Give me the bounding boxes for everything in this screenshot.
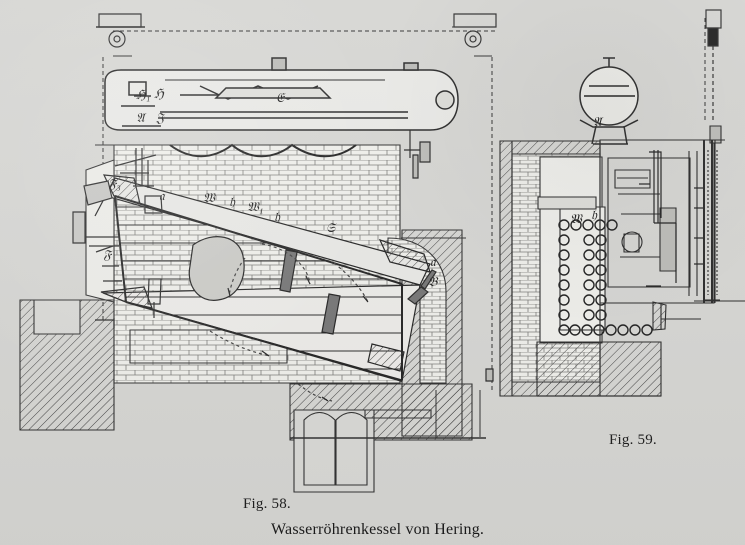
svg-text:𝔄: 𝔄 bbox=[136, 110, 147, 125]
svg-text:𝔚₁: 𝔚₁ bbox=[247, 199, 263, 214]
left-front-fittings bbox=[72, 148, 163, 328]
drawing-annotations: ℌ₁ ℌ 𝔄 𝔍 𝔈 𝔉₃ 𝔉 𝔞 𝔚 𝔥 𝔚₁ 𝔥 𝔖 𝔞 𝔅 𝔄 𝔚 𝔥 bbox=[103, 86, 604, 289]
svg-text:𝔅: 𝔅 bbox=[428, 274, 439, 289]
svg-text:𝔍: 𝔍 bbox=[155, 110, 166, 125]
svg-text:𝔥: 𝔥 bbox=[229, 194, 236, 209]
fig59-outline bbox=[511, 141, 662, 397]
fig59-piping bbox=[639, 150, 703, 287]
pulley-right bbox=[453, 13, 497, 48]
svg-text:𝔞: 𝔞 bbox=[430, 254, 437, 269]
tube-bank bbox=[94, 174, 431, 402]
fig59-setting bbox=[499, 125, 745, 397]
right-fittings bbox=[404, 130, 494, 382]
fig58-label: Fig. 58. bbox=[243, 496, 291, 512]
boiler-drum bbox=[104, 57, 459, 131]
pulley-left bbox=[98, 13, 142, 48]
svg-text:𝔚: 𝔚 bbox=[570, 211, 584, 226]
svg-text:𝔚: 𝔚 bbox=[203, 190, 217, 205]
misc-lines bbox=[95, 55, 492, 438]
svg-text:𝔖: 𝔖 bbox=[326, 220, 337, 235]
svg-text:𝔥: 𝔥 bbox=[274, 209, 281, 224]
svg-text:𝔞: 𝔞 bbox=[159, 188, 166, 203]
svg-text:ℌ₁: ℌ₁ bbox=[136, 87, 150, 102]
svg-text:𝔉: 𝔉 bbox=[103, 247, 113, 262]
fig59-drum bbox=[579, 57, 639, 145]
figure-caption: Wasserröhrenkessel von Hering. bbox=[271, 521, 485, 538]
pulley-fig59 bbox=[705, 9, 722, 120]
svg-text:ℌ: ℌ bbox=[154, 86, 165, 101]
svg-text:𝔉₃: 𝔉₃ bbox=[108, 176, 121, 191]
fig59-label: Fig. 59. bbox=[609, 432, 657, 448]
svg-text:𝔥: 𝔥 bbox=[591, 207, 598, 222]
svg-text:𝔄: 𝔄 bbox=[593, 114, 604, 129]
svg-text:𝔈: 𝔈 bbox=[276, 90, 286, 105]
fig59-tube-sections bbox=[558, 219, 653, 336]
